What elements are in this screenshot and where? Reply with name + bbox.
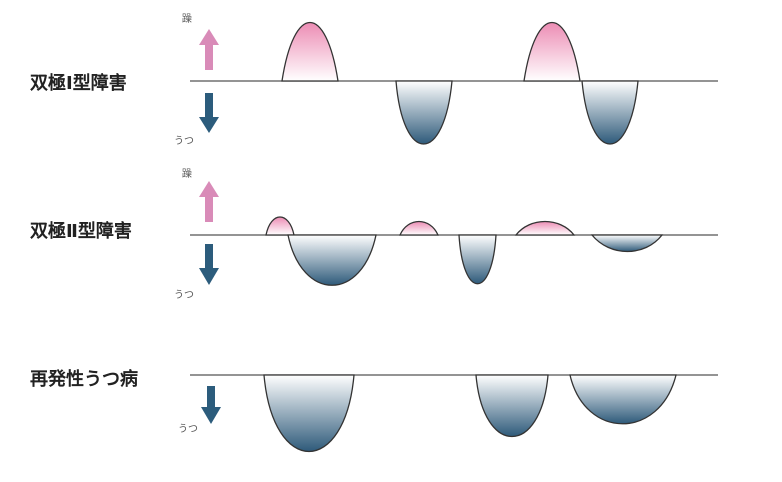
mania-arrow-icon — [199, 29, 219, 70]
mania-label: 躁 — [182, 13, 192, 25]
depression-episode — [458, 234, 497, 285]
depression-arrow-icon — [199, 244, 219, 285]
row-bipolar-1: 双極Ⅰ型障害 躁 うつ — [30, 13, 718, 147]
row-recurrent-depression: 再発性うつ病 うつ — [30, 368, 718, 452]
depression-episode — [581, 80, 639, 145]
depression-episode — [263, 374, 355, 452]
mania-episode — [514, 221, 576, 236]
mania-episode — [265, 216, 295, 236]
depression-label: うつ — [174, 289, 194, 301]
depression-arrow-icon — [199, 93, 219, 133]
row-title-bipolar-2: 双極Ⅱ型障害 — [30, 220, 132, 242]
row-title-bipolar-1: 双極Ⅰ型障害 — [30, 72, 127, 94]
row-title-recurrent-depression: 再発性うつ病 — [30, 368, 138, 390]
depression-episode — [395, 80, 453, 145]
depression-episode — [287, 234, 377, 286]
depression-episode — [569, 374, 677, 425]
mania-episode — [398, 220, 440, 236]
mania-label: 躁 — [182, 168, 192, 180]
mania-episode — [281, 21, 339, 82]
mania-arrow-icon — [199, 181, 219, 222]
mania-episode — [523, 21, 581, 82]
depression-arrow-icon — [201, 386, 221, 424]
depression-label: うつ — [174, 135, 194, 147]
depression-episode — [475, 374, 549, 437]
depression-episode — [590, 234, 664, 253]
depression-label: うつ — [178, 423, 198, 435]
row-bipolar-2: 双極Ⅱ型障害 躁 うつ — [30, 168, 718, 301]
